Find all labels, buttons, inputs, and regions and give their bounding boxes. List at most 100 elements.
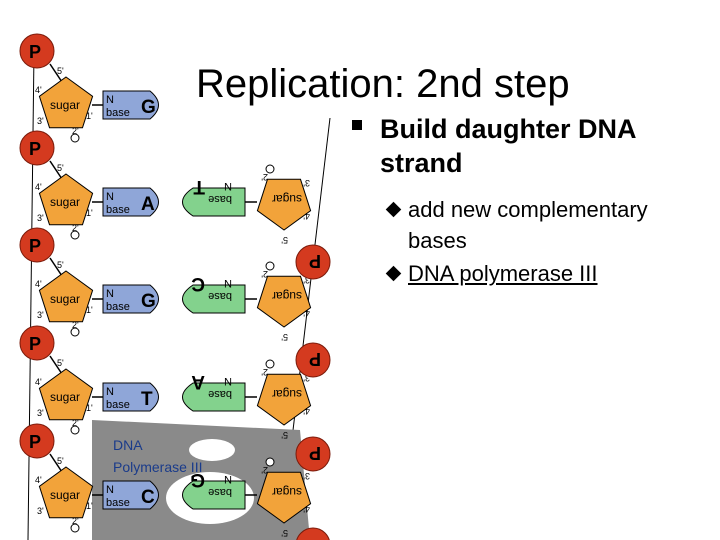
carbon-5-label: 5' [57, 66, 64, 76]
diamond-bullet-icon [385, 201, 402, 218]
left-base-block [102, 284, 159, 314]
left-base-letter: G [141, 291, 156, 312]
left-base-block [102, 480, 159, 510]
carbon-2-label: 2' [261, 172, 268, 182]
right-phosphate [296, 527, 330, 540]
carbon-4-label: 4' [303, 308, 310, 318]
oxygen-circle [70, 425, 80, 435]
carbon-4-label: 4' [303, 504, 310, 514]
carbon-4-label: 4' [35, 279, 42, 289]
carbon-3-label: 3' [37, 116, 44, 126]
carbon-2-label: 2' [72, 320, 79, 330]
right-base-block [182, 284, 246, 314]
oxygen-circle [70, 327, 80, 337]
left-base-block [102, 187, 159, 217]
oxygen-circle [265, 164, 275, 174]
carbon-5-label: 5' [281, 332, 288, 342]
phosphate-bond [49, 355, 63, 375]
sugar-label: sugar [272, 387, 302, 401]
sugar-pentagon [38, 466, 94, 519]
left-base-letter: G [141, 97, 156, 118]
carbon-2-label: 2' [261, 465, 268, 475]
oxygen-circle [265, 457, 275, 467]
base-label: base [106, 107, 130, 119]
slide-title: Replication: 2nd step [196, 62, 570, 106]
phosphate-circle [295, 342, 331, 378]
right-base-block [182, 187, 246, 217]
carbon-2-label: 2' [72, 516, 79, 526]
left-backbone-line [27, 51, 35, 540]
right-base-letter: C [191, 273, 205, 294]
carbon-2-label: 2' [261, 269, 268, 279]
phosphate-bond [49, 257, 63, 277]
carbon-3-label: 3' [303, 275, 310, 285]
sub-bullet-text: DNA polymerase III [408, 261, 598, 286]
carbon-1-label: 1' [86, 403, 93, 413]
n-label: N [106, 484, 114, 496]
phosphate-circle [296, 527, 330, 540]
carbon-2-label: 2' [72, 126, 79, 136]
right-base-letter: T [193, 176, 205, 197]
carbon-1-label: 1' [86, 305, 93, 315]
phosphate-label: P [29, 42, 41, 62]
sugar-pentagon [38, 270, 94, 323]
carbon-3-label: 3' [37, 310, 44, 320]
carbon-3-label: 3' [37, 408, 44, 418]
phosphate-circle [295, 244, 331, 280]
carbon-1-label: 1' [86, 208, 93, 218]
bullet-list: Build daughter DNA strand add new comple… [352, 112, 712, 289]
sugar-label: sugar [50, 195, 80, 209]
phosphate-label-flipped: P [309, 349, 321, 369]
sub-bullet-complementary-bases: add new complementary bases [352, 194, 712, 256]
n-label: N [224, 277, 232, 289]
phosphate-bond [49, 63, 63, 83]
phosphate-label: P [29, 236, 41, 256]
n-label: N [106, 288, 114, 300]
carbon-4-label: 4' [303, 211, 310, 221]
phosphate-bond [49, 160, 63, 180]
carbon-4-label: 4' [35, 377, 42, 387]
carbon-5-label: 5' [57, 163, 64, 173]
base-label: base [208, 290, 232, 302]
carbon-5-label: 5' [57, 456, 64, 466]
sugar-pentagon [256, 178, 312, 231]
carbon-5-label: 5' [57, 358, 64, 368]
n-label: N [224, 375, 232, 387]
sugar-label: sugar [50, 292, 80, 306]
sugar-label: sugar [272, 192, 302, 206]
n-label: N [106, 386, 114, 398]
phosphate-circle [19, 130, 55, 166]
carbon-5-label: 5' [281, 235, 288, 245]
base-label: base [208, 388, 232, 400]
sugar-label: sugar [272, 289, 302, 303]
bullet-text: Build daughter DNA strand [380, 114, 636, 178]
phosphate-label-flipped: P [309, 251, 321, 271]
enzyme-label-line1: DNA [113, 437, 143, 453]
left-base-letter: T [141, 389, 153, 410]
base-label: base [106, 204, 130, 216]
phosphate-bond [49, 453, 63, 473]
n-label: N [224, 473, 232, 485]
carbon-4-label: 4' [35, 475, 42, 485]
sub-bullet-text: add new complementary bases [408, 197, 648, 253]
oxygen-circle [70, 523, 80, 533]
left-base-letter: A [141, 194, 155, 215]
n-label: N [106, 191, 114, 203]
carbon-3-label: 3' [37, 506, 44, 516]
right-phosphate: P [295, 436, 331, 472]
right-base-letter: G [190, 469, 205, 490]
n-label: N [106, 94, 114, 106]
n-label: N [224, 180, 232, 192]
sugar-label: sugar [50, 390, 80, 404]
left-base-block [102, 90, 159, 120]
phosphate-label: P [29, 139, 41, 159]
sugar-pentagon [38, 76, 94, 129]
carbon-2-label: 2' [261, 367, 268, 377]
square-bullet-icon [352, 120, 362, 130]
